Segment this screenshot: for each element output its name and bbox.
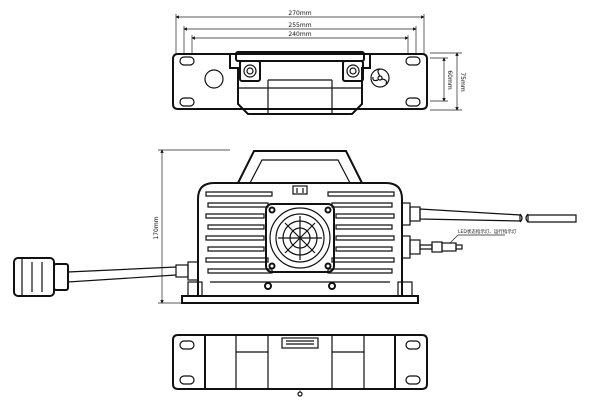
round-port (204, 69, 224, 89)
screw-bottom-left (264, 282, 272, 290)
slot-top-right (405, 56, 421, 66)
top-body-outline (229, 54, 371, 115)
bottom-mounting-plate (172, 334, 428, 390)
slot-bottom-right (405, 97, 421, 107)
dim-depth-60: 60mm (430, 57, 453, 102)
dim-depth-75: 75mm (430, 52, 466, 111)
output-gland-upper (401, 202, 421, 226)
input-power-cable (67, 266, 177, 283)
cooling-fins-left (205, 191, 273, 274)
bottom-slot-bottom-right (405, 375, 421, 385)
cooling-fins-right (327, 191, 395, 274)
dim-label-60: 60mm (446, 70, 453, 89)
dim-width-255: 255mm (183, 22, 417, 54)
dim-height-170: 170mm (153, 149, 230, 304)
top-view: 270mm 255mm 240mm 60mm 75mm (172, 10, 466, 115)
front-view: 170mm (13, 149, 577, 304)
output-gland-lower (401, 235, 421, 259)
bottom-slot-bottom-left (179, 375, 195, 385)
foot-right (397, 281, 413, 297)
dim-label-75: 75mm (459, 72, 466, 91)
top-handle (235, 51, 365, 62)
terminal-right (342, 60, 364, 82)
screw-bottom-right (328, 282, 336, 290)
cable-annotation: LED状态指示灯、运行指示灯 (458, 228, 517, 235)
terminal-left (239, 60, 261, 82)
bottom-center-recess (281, 337, 319, 349)
dim-width-270: 270mm (175, 10, 425, 54)
bottom-slot-top-right (405, 340, 421, 350)
dim-label-270: 270mm (288, 10, 311, 17)
base-plate (181, 295, 419, 304)
indicator-cable (419, 244, 433, 250)
output-cable-upper-end (527, 214, 577, 223)
dim-label-240: 240mm (288, 31, 311, 38)
fan-symbol-icon (370, 68, 390, 88)
dim-label-255: 255mm (288, 22, 311, 29)
top-mounting-plate (172, 53, 428, 110)
carry-handle (237, 150, 363, 184)
dim-width-240: 240mm (191, 31, 409, 54)
slot-bottom-left (179, 97, 195, 107)
bottom-slot-top-left (179, 340, 195, 350)
top-latch (292, 185, 308, 195)
bottom-view (172, 334, 428, 397)
output-cable-upper (419, 208, 521, 222)
fan-guard-icon (265, 203, 335, 273)
dim-label-170: 170mm (153, 216, 160, 239)
ac-plug (13, 257, 69, 297)
indicator-lamp-base (431, 241, 443, 253)
input-gland (175, 261, 199, 281)
indicator-lamp (441, 242, 457, 252)
bottom-screw (297, 391, 303, 397)
slot-top-left (179, 56, 195, 66)
foot-left (187, 281, 203, 297)
